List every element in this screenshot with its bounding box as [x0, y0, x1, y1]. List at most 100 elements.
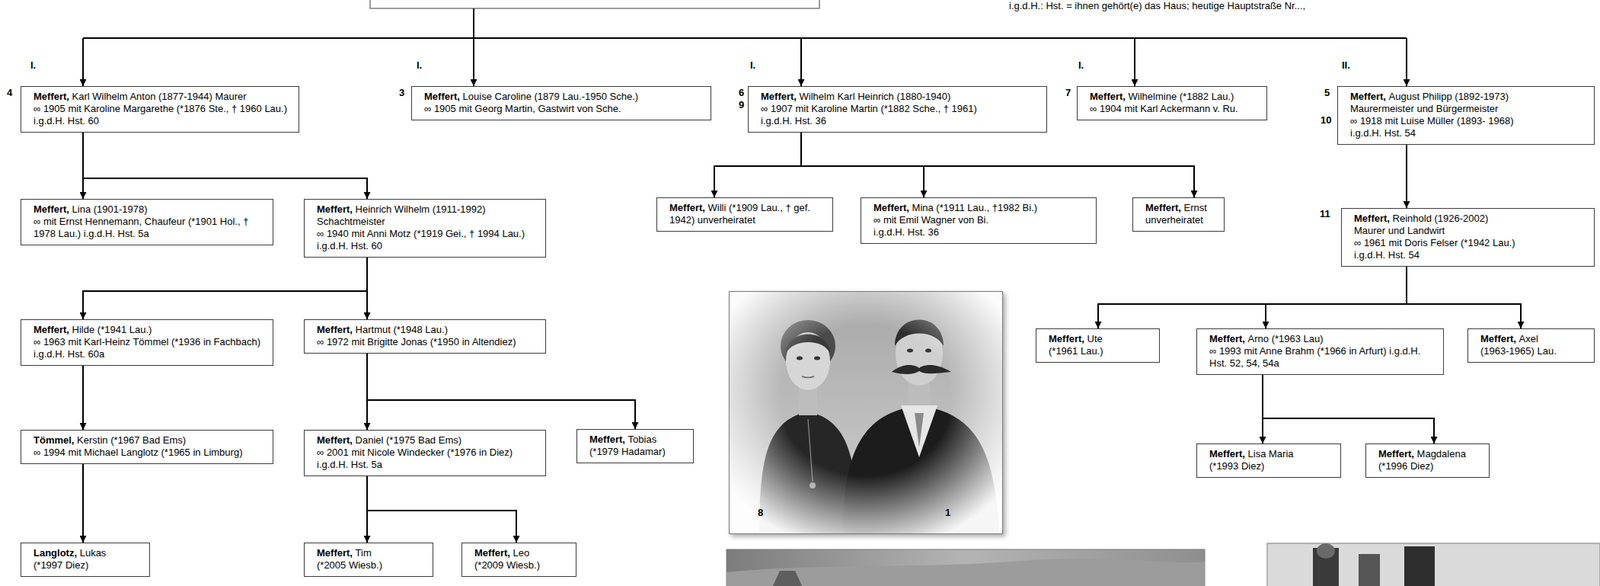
- connector-line: [800, 38, 802, 87]
- photo-detail: [772, 570, 803, 586]
- callout-number: 10: [1320, 114, 1332, 127]
- person-text: i.g.d.H. Hst. 54: [1350, 127, 1588, 140]
- surname: Meffert,: [474, 546, 511, 559]
- person-text: Tim: [355, 546, 372, 559]
- person-text: August Philipp (1892-1973): [1389, 90, 1510, 103]
- person-box: Meffert,Axel(1963-1965) Lau.: [1467, 328, 1595, 363]
- surname: Meffert,: [1378, 447, 1415, 460]
- person-text: ∞ 1994 mit Michael Langlotz (*1965 in Li…: [33, 446, 267, 459]
- person-text: Daniel (*1975 Bad Ems): [355, 434, 462, 446]
- callout-number: 6: [738, 86, 745, 100]
- surname: Meffert,: [33, 203, 70, 215]
- person-text: i.g.d.H. Hst. 36: [760, 114, 1041, 128]
- person-text: ∞ 1961 mit Doris Felser (*1942 Lau.): [1354, 236, 1588, 250]
- person-box: Meffert,Ute(*1961 Lau.): [1035, 328, 1160, 363]
- connector-line: [472, 8, 475, 39]
- photo-figure: [1358, 553, 1380, 586]
- photo-ground: [728, 290, 1003, 534]
- surname: Meffert,: [424, 90, 460, 103]
- person-text: (*1996 Diez): [1378, 459, 1483, 473]
- person-text: (*2005 Wiesb.): [316, 558, 427, 572]
- person-text: Lisa Maria: [1248, 447, 1294, 460]
- person-text: ∞ 1905 mit Karoline Margarethe (*1876 St…: [33, 102, 293, 115]
- person-text: Arno (*1963 Lau): [1248, 332, 1324, 345]
- person-text: ∞ mit Emil Wagner von Bi.: [873, 213, 1090, 227]
- photo-frame: [729, 291, 1003, 534]
- person-text: Lina (1901-1978): [72, 203, 148, 215]
- photo-ground: [726, 549, 1205, 586]
- person-box: Meffert,Wilhelm Karl Heinrich (1880-1940…: [747, 86, 1048, 133]
- surname: Meffert,: [33, 323, 70, 336]
- person-box: Meffert,Leo(*2009 Wiesb.): [461, 542, 577, 577]
- person-text: Mina (*1911 Lau., †1982 Bi.): [912, 201, 1038, 214]
- callout-number: 4: [6, 86, 13, 100]
- person-text: ∞ 1972 mit Brigitte Jonas (*1950 in Alte…: [316, 335, 540, 349]
- surname: Meffert,: [589, 433, 626, 445]
- legend-note: i.g.d.H.: Hst. = ihnen gehört(e) das Hau…: [1009, 0, 1306, 13]
- photo-figure: [1316, 542, 1335, 559]
- surname: Meffert,: [316, 546, 353, 559]
- surname: Meffert,: [1480, 332, 1517, 345]
- person-text: unverheiratet: [1145, 213, 1218, 227]
- connector-line: [82, 38, 84, 87]
- surname: Meffert,: [1209, 332, 1246, 345]
- person-box: Meffert,Reinhold (1926-2002)Maurer und L…: [1341, 207, 1595, 267]
- descent-connector: [1098, 266, 1407, 329]
- descent-connector: [367, 353, 636, 429]
- person-box: Meffert,Louise Caroline (1879 Lau.-1950 …: [411, 86, 712, 121]
- person-box: Meffert,Tim(*2005 Wiesb.): [303, 542, 434, 577]
- person-text: Louise Caroline (1879 Lau.-1950 Sche.): [463, 90, 639, 103]
- callout-number: 9: [738, 99, 745, 112]
- connector-line: [83, 37, 1407, 39]
- descent-connector: [1265, 266, 1407, 329]
- photo-detail: [726, 558, 1205, 586]
- generation-mark: II.: [1341, 59, 1351, 72]
- person-text: Ernst: [1184, 201, 1208, 214]
- callout-number: 5: [1324, 86, 1330, 100]
- descent-connector: [801, 132, 924, 198]
- person-text: Hilde (*1941 Lau.): [72, 323, 153, 336]
- callout-number: 7: [1065, 86, 1071, 100]
- person-text: Maurer und Landwirt: [1354, 224, 1588, 237]
- person-box: Meffert,Heinrich Wilhelm (1911-1992)Scha…: [303, 198, 547, 258]
- photo-vignette: [728, 290, 1003, 534]
- person-text: Wilhelm Karl Heinrich (1880-1940): [799, 90, 952, 103]
- surname: Meffert,: [1354, 212, 1390, 224]
- person-text: Heinrich Wilhelm (1911-1992): [355, 203, 486, 215]
- surname: Meffert,: [1145, 201, 1182, 214]
- callout-number: 11: [1319, 207, 1331, 221]
- descent-connector: [1405, 144, 1408, 208]
- person-box: Meffert,Lina (1901-1978)∞ mit Ernst Henn…: [20, 198, 274, 246]
- surname: Meffert,: [316, 323, 353, 336]
- person-text: Kerstin (*1967 Bad Ems): [76, 434, 186, 446]
- person-text: (*1979 Hadamar): [589, 445, 687, 458]
- descent-connector: [83, 132, 368, 199]
- descent-connector: [367, 475, 517, 543]
- surname: Meffert,: [33, 90, 70, 103]
- person-box: Meffert,August Philipp (1892-1973)Maurer…: [1337, 86, 1595, 145]
- person-text: Hartmut (*1948 Lau.): [355, 323, 448, 336]
- person-text: (*1993 Diez): [1209, 459, 1335, 473]
- callout-number: 1: [945, 506, 951, 519]
- person-text: ∞ 1905 mit Georg Martin, Gastwirt von Sc…: [424, 102, 705, 115]
- photo-figure: [1404, 546, 1435, 586]
- person-box: Meffert,Hartmut (*1948 Lau.)∞ 1972 mit B…: [303, 319, 547, 354]
- descent-connector: [82, 365, 84, 430]
- person-box: Meffert,Hilde (*1941 Lau.)∞ 1963 mit Kar…: [20, 319, 274, 366]
- person-text: Ute: [1087, 332, 1103, 345]
- person-text: i.g.d.H. Hst. 36: [873, 226, 1090, 239]
- person-box: Langlotz,Lukas(*1997 Diez): [20, 542, 151, 577]
- person-box: Meffert,Daniel (*1975 Bad Ems)∞ 2001 mit…: [303, 429, 547, 476]
- surname: Meffert,: [1089, 90, 1126, 103]
- surname: Meffert,: [1350, 90, 1387, 103]
- person-text: ∞ 2001 mit Nicole Windecker (*1976 in Di…: [316, 446, 540, 471]
- person-text: Axel: [1519, 332, 1539, 345]
- descent-connector: [366, 257, 368, 320]
- surname: Meffert,: [316, 203, 353, 215]
- group-photo: [1267, 542, 1600, 586]
- generation-mark: I.: [30, 59, 36, 72]
- surname: Tömmel,: [33, 434, 74, 446]
- generation-mark: I.: [416, 59, 422, 72]
- ancestor-box: [370, 0, 820, 9]
